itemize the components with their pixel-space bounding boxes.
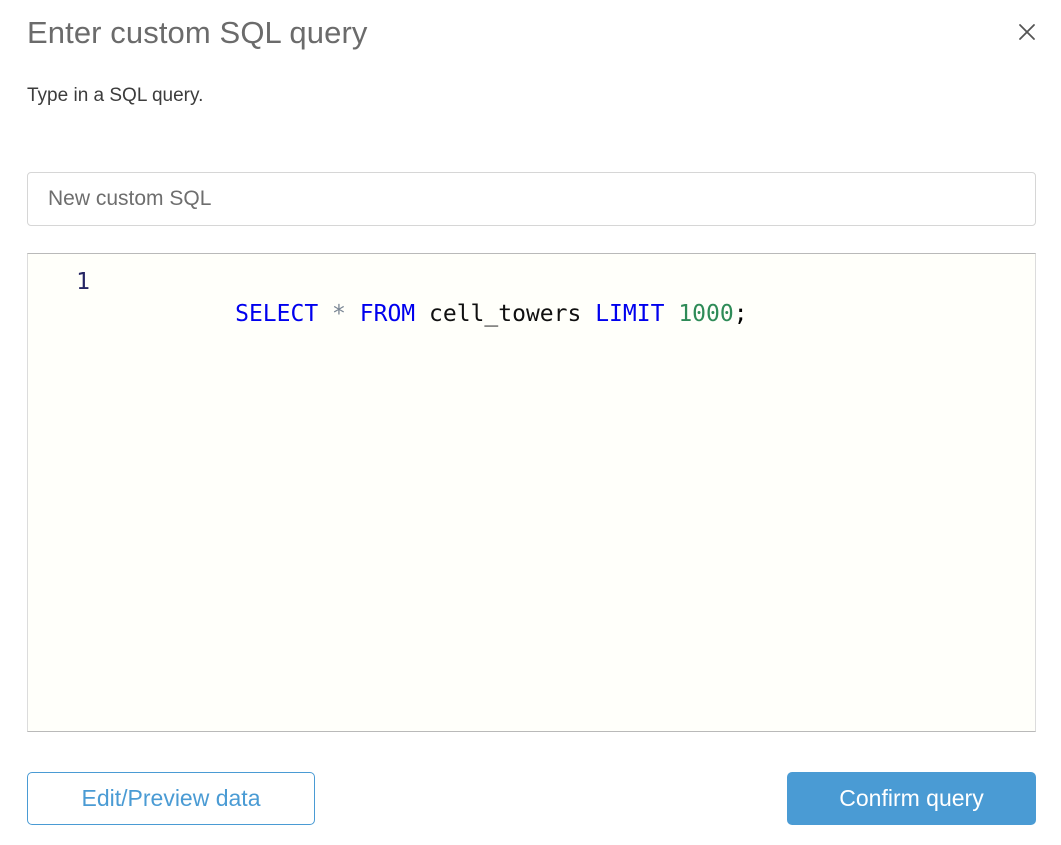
sql-token-select: SELECT — [235, 301, 319, 327]
page-title: Enter custom SQL query — [27, 15, 368, 50]
sql-code-line[interactable]: SELECT * FROM cell_towers LIMIT 1000; — [90, 266, 748, 362]
sql-token-table-name: cell_towers — [429, 301, 582, 327]
code-line-row: 1 SELECT * FROM cell_towers LIMIT 1000; — [28, 254, 1035, 362]
line-number-gutter: 1 — [76, 269, 90, 295]
sql-token-star: * — [332, 301, 346, 327]
edit-preview-data-button[interactable]: Edit/Preview data — [27, 772, 315, 825]
sql-token-limit: LIMIT — [595, 301, 665, 327]
confirm-query-button[interactable]: Confirm query — [787, 772, 1036, 825]
sql-space-5 — [664, 301, 678, 327]
close-icon — [1017, 22, 1037, 42]
sql-space-3 — [415, 301, 429, 327]
close-button[interactable] — [1007, 12, 1047, 52]
sql-space-1 — [318, 301, 332, 327]
sql-token-semicolon: ; — [733, 301, 748, 327]
sql-space-2 — [346, 301, 360, 327]
sql-token-from: FROM — [359, 301, 416, 327]
dialog-subtitle: Type in a SQL query. — [27, 85, 204, 106]
query-name-input[interactable] — [27, 172, 1036, 226]
sql-token-limit-value: 1000 — [678, 301, 734, 327]
sql-editor[interactable]: 1 SELECT * FROM cell_towers LIMIT 1000; — [27, 253, 1036, 732]
sql-space-4 — [581, 301, 595, 327]
